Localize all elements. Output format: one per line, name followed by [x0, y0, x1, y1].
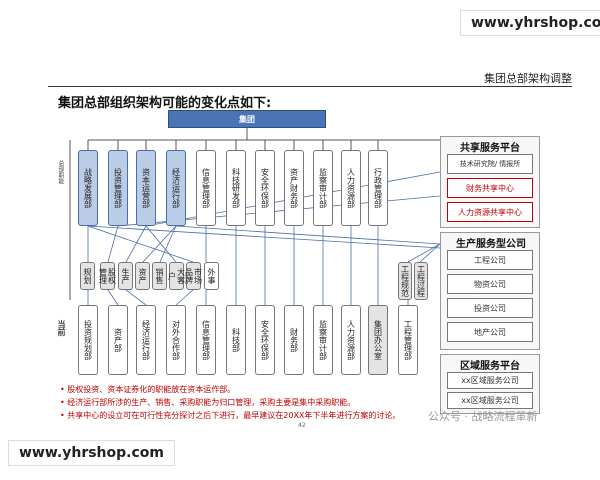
dept-node-capital: 资本运营部 [136, 150, 156, 226]
dept-node-admin: 行政管理部 [368, 150, 388, 226]
function-node-foreign: 外事 [204, 262, 219, 290]
dept-node-safety: 安全环保部 [255, 150, 275, 226]
function-node-brand: 市场品牌 [185, 262, 203, 290]
title-rule [48, 86, 572, 87]
dept-node-investment: 投资管理部 [108, 150, 128, 226]
current-dept-assets: 资产部 [108, 305, 128, 375]
production-item-investment: 投资公司 [447, 298, 533, 318]
diagram-heading: 集团总部组织架构可能的变化点如下: [58, 96, 272, 111]
function-node-planning: 规划 [80, 262, 95, 290]
current-dept-finance: 财务部 [284, 305, 304, 375]
note-3: • 共享中心的设立可在可行性充分探讨之后下进行，最早建议在20XX年下半年进行方… [60, 411, 401, 420]
side-label-functions: 总部职能 [57, 160, 64, 184]
function-node-key-accounts: 大客户 [168, 262, 186, 290]
dept-node-economic: 经济运行部 [166, 150, 186, 226]
production-item-realestate: 地产公司 [447, 322, 533, 342]
shared-services-title: 共享服务平台 [460, 143, 520, 154]
current-dept-info: 信息管理部 [196, 305, 216, 375]
note-1: • 股权投资、资本证券化的职能放在资本运作部。 [60, 385, 236, 394]
current-dept-office: 集团办公室 [368, 305, 388, 375]
current-dept-tech: 科技部 [226, 305, 246, 375]
notes-list: • 股权投资、资本证券化的职能放在资本运作部。 • 经济运行部所涉的生产、销售、… [60, 383, 400, 422]
slide-title: 集团总部架构调整 [484, 72, 572, 85]
current-dept-economic: 经济运行部 [136, 305, 156, 375]
production-item-engineering: 工程公司 [447, 250, 533, 270]
function-node-production: 生产 [118, 262, 133, 290]
regional-services-title: 区域服务平台 [460, 361, 520, 372]
watermark-top: www.yhrshop.com [460, 10, 600, 36]
shared-item-research: 技术研究院/ 情报所 [447, 154, 533, 174]
watermark-bottom: www.yhrshop.com [8, 440, 175, 466]
current-dept-hr: 人力资源部 [341, 305, 361, 375]
root-node-group: 集团 [168, 110, 326, 128]
production-item-materials: 物资公司 [447, 274, 533, 294]
note-2: • 经济运行部所涉的生产、销售、采购职能为归口管理，采购主要是集中采购职能。 [60, 398, 356, 407]
function-node-sales: 销售 [152, 262, 167, 290]
production-services-title: 生产服务型公司 [456, 239, 526, 250]
page-number: 42 [298, 422, 306, 429]
dept-node-finance: 资产财务部 [284, 150, 304, 226]
regional-item-2: xx区域服务公司 [447, 392, 533, 409]
regional-item-1: xx区域服务公司 [447, 372, 533, 389]
function-node-eng-standards: 工程规范 [398, 262, 412, 300]
shared-item-hr: 人力资源共享中心 [447, 202, 533, 222]
function-node-equity: 股权管理 [99, 262, 117, 290]
current-dept-investment-planning: 投资规划部 [78, 305, 98, 375]
current-dept-engineering: 工程管理部 [398, 305, 418, 375]
shared-item-finance: 财务共享中心 [447, 178, 533, 198]
current-dept-safety: 安全环保部 [255, 305, 275, 375]
footer-brand: 公众号 · 战略流程革新 [428, 410, 538, 423]
dept-node-audit: 监察审计部 [313, 150, 333, 226]
current-dept-audit: 监察审计部 [313, 305, 333, 375]
function-node-assets: 资产 [135, 262, 150, 290]
dept-node-tech: 科技研发部 [226, 150, 246, 226]
dept-node-info: 信息管理部 [196, 150, 216, 226]
side-label-current: 当前 [57, 320, 66, 336]
dept-node-strategy: 战略发展部 [78, 150, 98, 226]
function-node-eng-process: 工程过程 [414, 262, 428, 300]
dept-node-hr: 人力资源部 [341, 150, 361, 226]
current-dept-cooperation: 对外合作部 [166, 305, 186, 375]
